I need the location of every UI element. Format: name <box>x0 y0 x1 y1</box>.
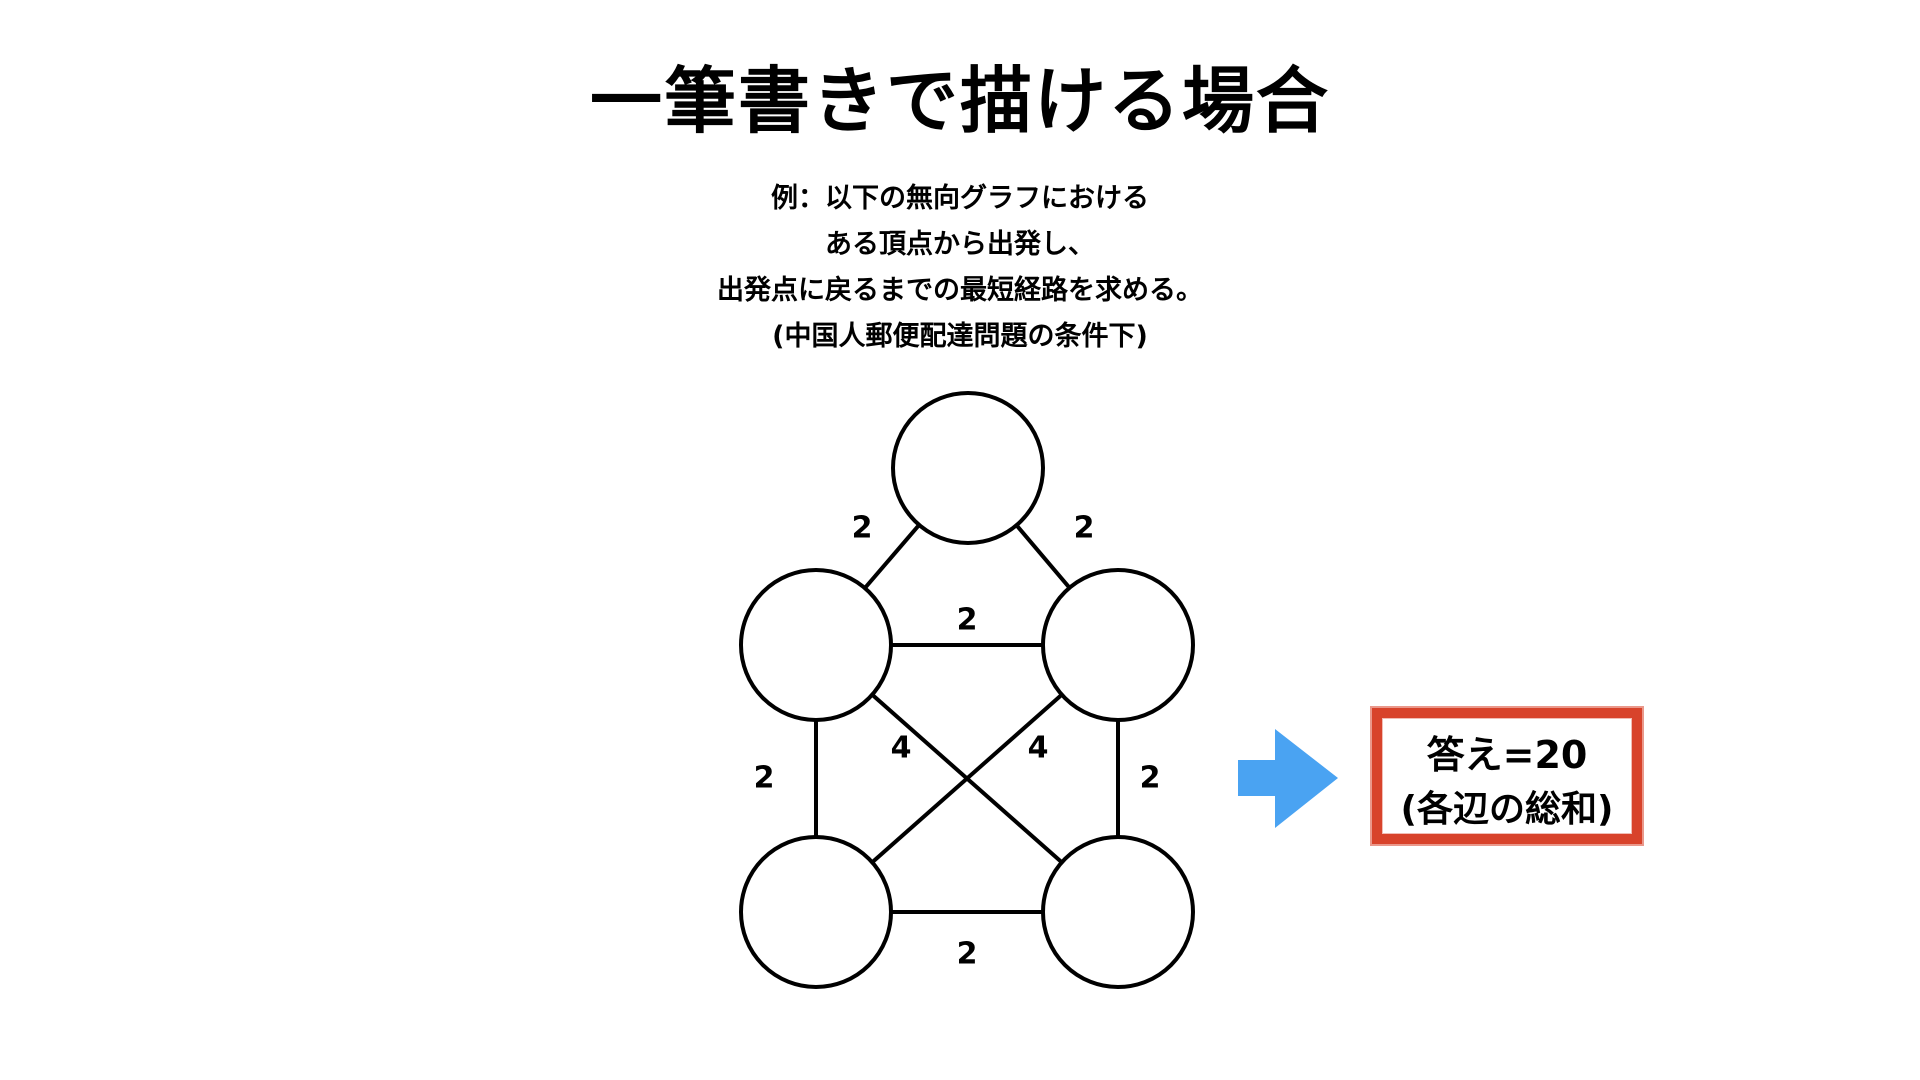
description-line-4: (中国人郵便配達問題の条件下) <box>772 321 1148 352</box>
node-middle-right <box>1041 568 1195 722</box>
weight-diagonal-right: 4 <box>1028 731 1049 766</box>
weight-right-vertical: 2 <box>1140 761 1161 796</box>
right-arrow-icon <box>1238 729 1338 828</box>
answer-note: (各辺の総和) <box>1400 789 1614 830</box>
node-middle-left <box>739 568 893 722</box>
node-bottom-right <box>1041 835 1195 989</box>
node-bottom-left <box>739 835 893 989</box>
description-line-3: 出発点に戻るまでの最短経路を求める。 <box>717 275 1203 306</box>
slide-title: 一筆書きで描ける場合 <box>589 59 1330 143</box>
description-line-1: 例：以下の無向グラフにおける <box>771 183 1149 214</box>
weight-top-right: 2 <box>1074 511 1095 546</box>
description-line-2: ある頂点から出発し、 <box>825 229 1095 260</box>
problem-description: 例：以下の無向グラフにおける ある頂点から出発し、 出発点に戻るまでの最短経路を… <box>0 176 1920 360</box>
node-top <box>891 391 1045 545</box>
weight-diagonal-left: 4 <box>891 731 912 766</box>
weight-bottom-horizontal: 2 <box>957 937 978 972</box>
answer-value: 答え=20 <box>1426 733 1588 777</box>
weight-mid-horizontal: 2 <box>957 603 978 638</box>
weight-top-left: 2 <box>852 511 873 546</box>
weight-left-vertical: 2 <box>754 761 775 796</box>
answer-box: 答え=20 (各辺の総和) <box>1372 708 1642 844</box>
